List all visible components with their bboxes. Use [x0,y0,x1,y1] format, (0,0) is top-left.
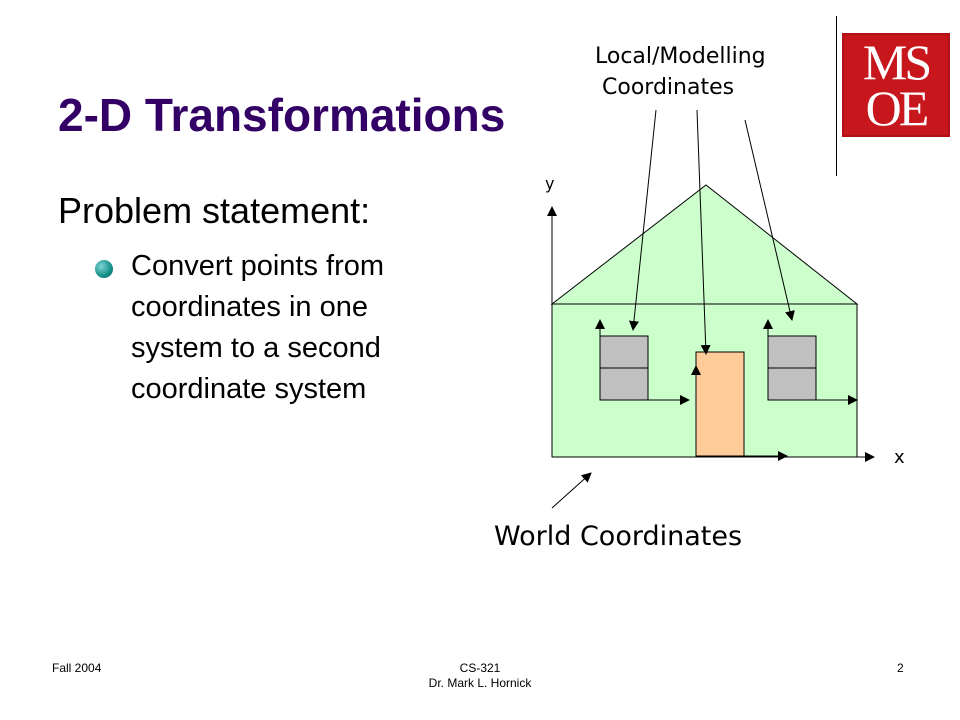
right-window-bottom [767,367,817,401]
local-pointer-right [744,119,795,321]
logo-divider [836,16,837,176]
bullet-icon [95,260,113,278]
local-label-line-2: Coordinates [602,75,734,100]
right-window-top [767,335,817,369]
footer-date: Fall 2004 [52,661,102,675]
footer-course-code: CS-321 [459,661,501,675]
logo-line-2: OE [865,80,930,136]
world-coordinates-label: World Coordinates [494,521,742,552]
local-pointer-left [628,109,657,331]
left-window-bottom [599,367,649,401]
logo-line-1: MS [862,34,932,90]
door [695,351,745,457]
left-window-top [599,335,649,369]
world-pointer [551,472,592,509]
msoe-logo: MS OE [842,33,950,137]
page-number: 2 [897,661,904,675]
bullet-text: Convert points from coordinates in one s… [131,250,385,405]
slide-title: 2-D Transformations [58,89,506,141]
local-pointer-door [696,109,711,355]
problem-statement-heading: Problem statement: [58,190,371,231]
footer-instructor: Dr. Mark L. Hornick [428,676,532,690]
local-label-line-1: Local/Modelling [595,44,766,69]
axis-x-label: x [894,447,905,468]
house-roof [550,184,859,305]
axis-y-label: y [545,174,554,193]
footer-course: CS-321 Dr. Mark L. Hornick [380,661,580,691]
